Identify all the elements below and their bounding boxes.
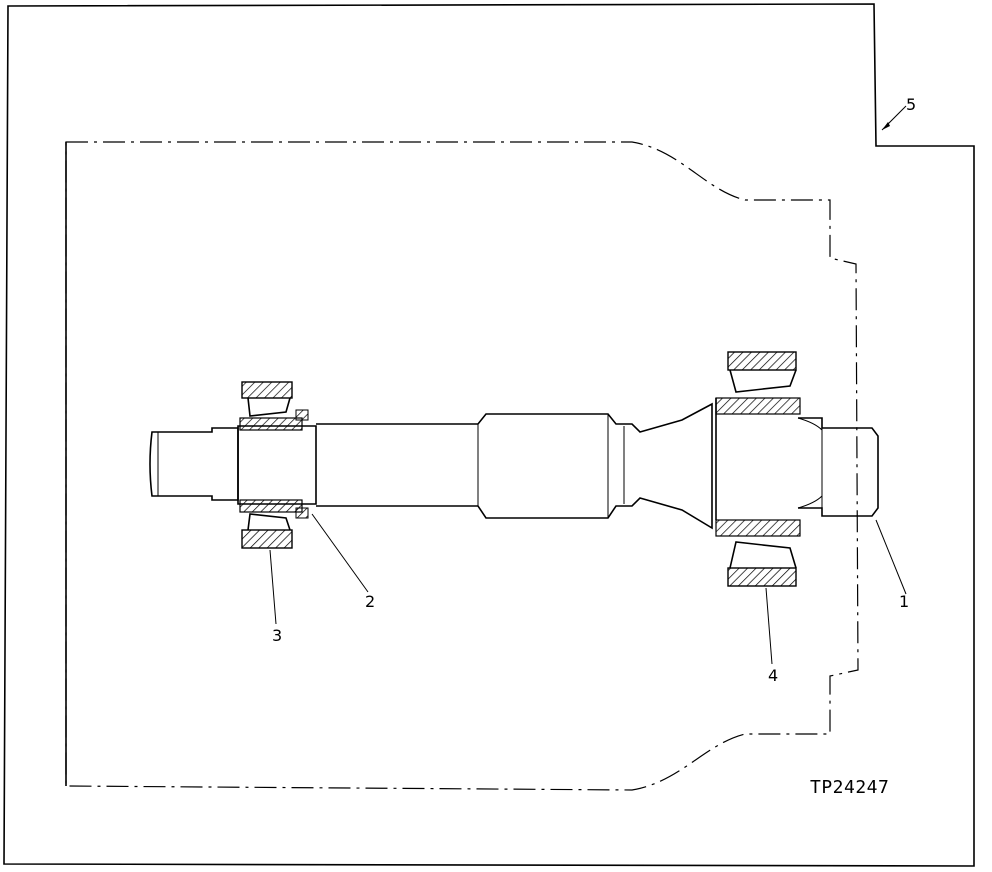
callout-1: 1 xyxy=(899,592,909,611)
callout-3: 3 xyxy=(272,626,282,645)
right-bearing xyxy=(715,351,801,587)
housing-cavity-outline xyxy=(65,141,859,791)
callout-2: 2 xyxy=(365,592,375,611)
callout-4: 4 xyxy=(768,666,778,685)
callout-5: 5 xyxy=(906,95,916,114)
housing-outline xyxy=(3,3,975,867)
left-bearing xyxy=(239,381,309,549)
figure-id-label: TP24247 xyxy=(810,777,889,798)
leader-lines xyxy=(269,105,907,665)
